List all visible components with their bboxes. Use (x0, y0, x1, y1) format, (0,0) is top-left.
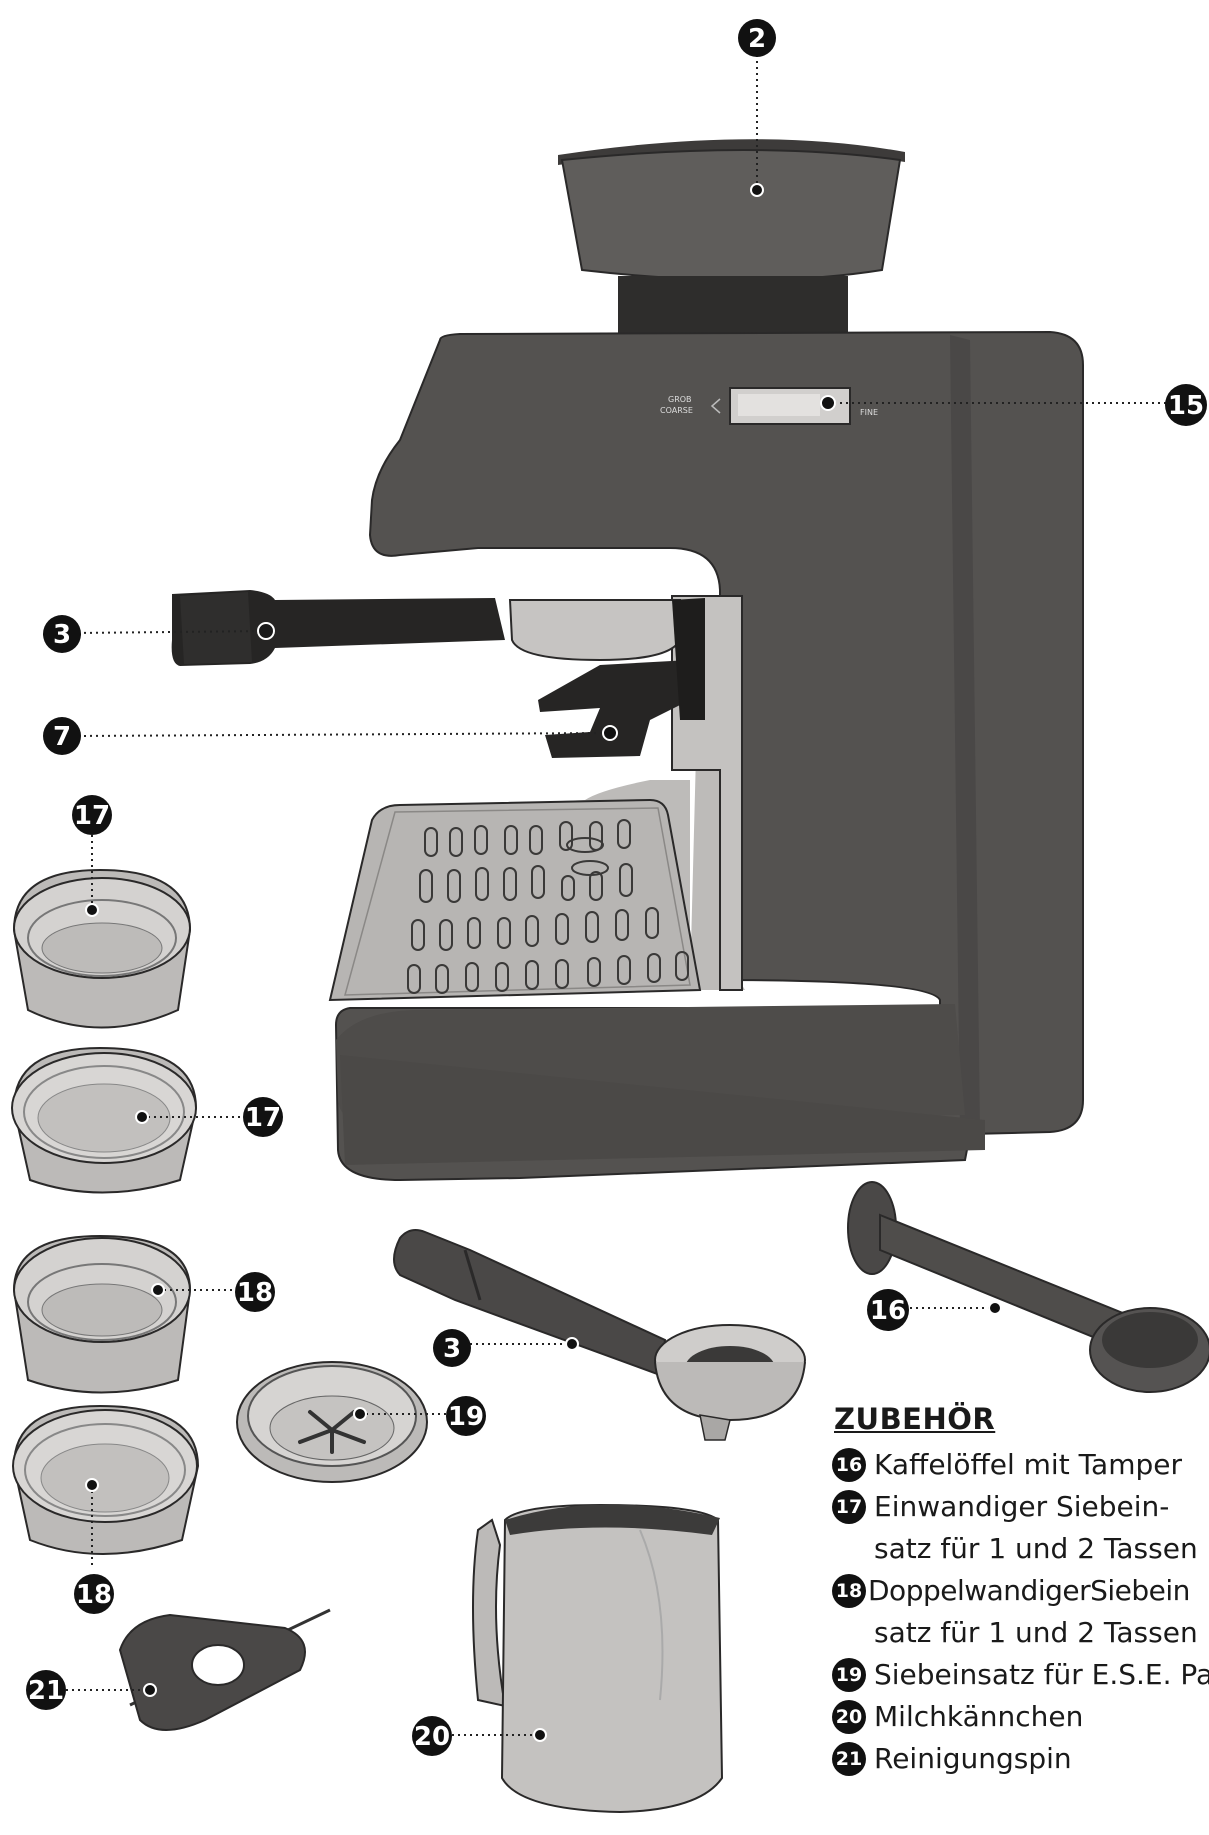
legend-item-text: Reinigungspin (874, 1738, 1072, 1780)
legend-item-21: 21 Reinigungspin (832, 1738, 1209, 1780)
drip-tray (330, 800, 700, 1000)
legend-item-text: satz für 1 und 2 Tassen (874, 1612, 1198, 1654)
callout-3-portafilter-attached: 3 (43, 615, 81, 653)
espresso-machine-illustration: GROB COARSE FINE (172, 139, 1083, 1180)
svg-text:17: 17 (74, 801, 110, 831)
grind-coarse-label-de: GROB (668, 395, 692, 404)
svg-text:7: 7 (53, 722, 71, 752)
legend-item-text: DoppelwandigerSiebein (868, 1570, 1190, 1612)
svg-text:3: 3 (443, 1334, 461, 1364)
legend-item-20: 20 Milchkännchen (832, 1696, 1209, 1738)
legend-number-badge: 20 (832, 1700, 866, 1734)
bean-hopper (558, 139, 905, 334)
callout-17-basket-top: 17 (72, 795, 112, 835)
callout-21-cleaning-pin: 21 (26, 1670, 66, 1710)
svg-text:2: 2 (748, 24, 766, 54)
milk-jug (473, 1504, 722, 1812)
svg-text:17: 17 (245, 1103, 281, 1133)
legend-item-16: 16 Kaffelöffel mit Tamper (832, 1444, 1209, 1486)
legend-item-text: Siebeinsatz für E.S.E. Pa (874, 1654, 1209, 1696)
accessories-legend: ZUBEHÖR 16 Kaffelöffel mit Tamper 17 Ein… (832, 1402, 1209, 1780)
callout-19-ese-basket: 19 (446, 1396, 486, 1436)
grind-coarse-label-en: COARSE (660, 406, 693, 415)
legend-item-18: 18 DoppelwandigerSiebein (832, 1570, 1209, 1612)
legend-number-badge: 21 (832, 1742, 866, 1776)
legend-item-17-continued: satz für 1 und 2 Tassen (832, 1528, 1209, 1570)
callout-17-basket-second: 17 (243, 1097, 283, 1137)
filter-basket-single-wall-1 (14, 870, 190, 1028)
svg-text:18: 18 (237, 1278, 273, 1308)
cleaning-pin-tool (120, 1610, 330, 1730)
filter-basket-ese-pad (237, 1362, 427, 1482)
callout-18-basket-third: 18 (235, 1272, 275, 1312)
callout-2-hopper: 2 (738, 19, 776, 57)
svg-text:19: 19 (448, 1402, 484, 1432)
legend-title: ZUBEHÖR (834, 1402, 1209, 1436)
legend-item-17: 17 Einwandiger Siebein- (832, 1486, 1209, 1528)
legend-item-text: Milchkännchen (874, 1696, 1083, 1738)
callout-18-basket-fourth: 18 (74, 1574, 114, 1614)
filter-basket-single-wall-2 (12, 1048, 196, 1193)
legend-number-badge: 17 (832, 1490, 866, 1524)
tamper-spoon (848, 1182, 1209, 1392)
group-head (172, 590, 680, 666)
callout-7-spout: 7 (43, 717, 81, 755)
legend-number-badge: 18 (832, 1574, 866, 1608)
legend-item-text: Einwandiger Siebein- (874, 1486, 1169, 1528)
grind-fine-label: FINE (860, 408, 878, 417)
callout-20-milk-jug: 20 (412, 1716, 452, 1756)
filter-basket-double-wall-1 (14, 1236, 190, 1393)
legend-item-18-continued: satz für 1 und 2 Tassen (832, 1612, 1209, 1654)
svg-text:3: 3 (53, 620, 71, 650)
callout-3-portafilter-loose: 3 (433, 1329, 471, 1367)
legend-number-badge: 16 (832, 1448, 866, 1482)
svg-text:21: 21 (28, 1676, 64, 1706)
legend-item-text: Kaffelöffel mit Tamper (874, 1444, 1182, 1486)
svg-text:20: 20 (414, 1722, 450, 1752)
callout-15-grind-selector: 15 (1165, 384, 1207, 426)
svg-text:16: 16 (870, 1296, 906, 1326)
callout-16-tamper: 16 (867, 1289, 909, 1331)
svg-text:18: 18 (76, 1580, 112, 1610)
filter-basket-double-wall-2 (13, 1406, 198, 1554)
legend-number-badge: 19 (832, 1658, 866, 1692)
legend-item-text: satz für 1 und 2 Tassen (874, 1528, 1198, 1570)
svg-text:15: 15 (1168, 391, 1204, 421)
legend-item-19: 19 Siebeinsatz für E.S.E. Pa (832, 1654, 1209, 1696)
